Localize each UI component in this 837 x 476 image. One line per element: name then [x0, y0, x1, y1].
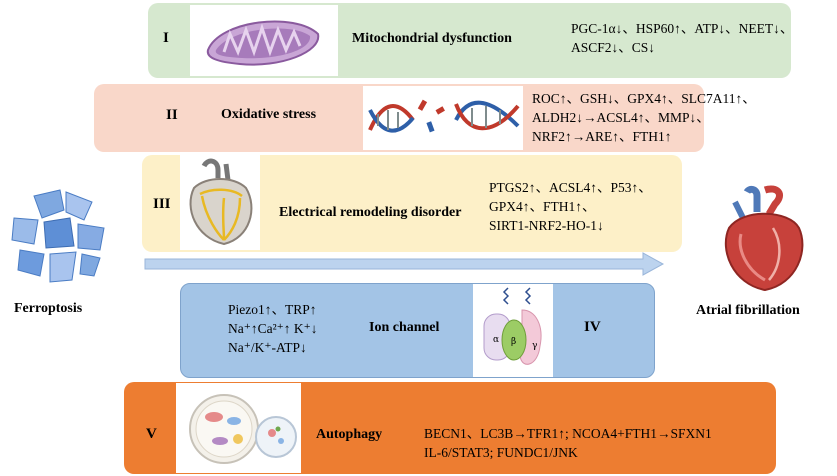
marker-line: SIRT1-NRF2-HO-1↓: [489, 218, 604, 233]
marker-line: PTGS2↑、ACSL4↑、P53↑、: [489, 180, 652, 195]
panel-numeral-ii: II: [166, 107, 178, 123]
marker-line: ASCF2↓、CS↓: [571, 40, 656, 55]
marker-line: ROC↑、GSH↓、GPX4↑、SLC7A11↑、: [532, 91, 756, 106]
heart-conduction-icon: [189, 158, 253, 246]
panel-numeral-i: I: [163, 30, 169, 46]
marker-line: Na⁺↑Ca²⁺↑ K⁺↓: [228, 321, 318, 336]
autophagosome-icon: [189, 394, 297, 464]
protein-label-beta: β: [511, 337, 516, 347]
protein-label-gamma: γ: [532, 341, 537, 351]
ferroptosis-cell-icon: [11, 189, 105, 283]
panel-title-mitochondrial: Mitochondrial dysfunction: [352, 31, 512, 46]
ferroptosis-label: Ferroptosis: [14, 301, 83, 316]
panel-oxidative-image-box: [363, 86, 523, 150]
panel-markers-oxidative: ROC↑、GSH↓、GPX4↑、SLC7A11↑、 ALDH2↓→ACSL4↑、…: [532, 89, 756, 146]
marker-line: IL-6/STAT3; FUNDC1/JNK: [424, 445, 578, 460]
marker-line: Piezo1↑、TRP↑: [228, 302, 317, 317]
marker-line: NRF2↑→ARE↑、FTH1↑: [532, 129, 672, 144]
panel-title-oxidative: Oxidative stress: [221, 107, 317, 122]
panel-numeral-iv: IV: [584, 319, 601, 335]
marker-line: ALDH2↓→ACSL4↑、MMP↓、: [532, 110, 710, 125]
heart-icon: [724, 185, 804, 292]
panel-markers-autophagy: BECN1、LC3B→TFR1↑; NCOA4+FTH1→SFXN1 IL-6/…: [424, 424, 712, 462]
panel-markers-ion: Piezo1↑、TRP↑ Na⁺↑Ca²⁺↑ K⁺↓ Na⁺/K⁺-ATP↓: [228, 300, 318, 357]
panel-markers-electrical: PTGS2↑、ACSL4↑、P53↑、 GPX4↑、FTH1↑、 SIRT1-N…: [489, 178, 652, 235]
panel-ion-channel: [180, 283, 655, 378]
ion-channel-protein-icon: α β γ: [483, 287, 542, 365]
atrial-fibrillation-label: Atrial fibrillation: [696, 303, 800, 318]
panel-title-ion: Ion channel: [369, 320, 440, 335]
panel-markers-mitochondrial: PGC-1α↓、HSP60↑、ATP↓、NEET↓、 ASCF2↓、CS↓: [571, 19, 793, 57]
protein-label-alpha: α: [493, 335, 499, 345]
panel-title-autophagy: Autophagy: [316, 427, 383, 442]
panel-numeral-iii: III: [153, 196, 171, 212]
panel-title-electrical: Electrical remodeling disorder: [279, 205, 462, 220]
marker-line: PGC-1α↓、HSP60↑、ATP↓、NEET↓、: [571, 21, 794, 36]
progression-arrow: [144, 252, 665, 276]
marker-line: Na⁺/K⁺-ATP↓: [228, 340, 307, 355]
panel-numeral-v: V: [146, 426, 157, 442]
mitochondrion-icon: [206, 20, 320, 66]
marker-line: GPX4↑、FTH1↑、: [489, 199, 596, 214]
dna-damage-icon: [368, 99, 520, 133]
marker-line: BECN1、LC3B→TFR1↑; NCOA4+FTH1→SFXN1: [424, 426, 712, 441]
